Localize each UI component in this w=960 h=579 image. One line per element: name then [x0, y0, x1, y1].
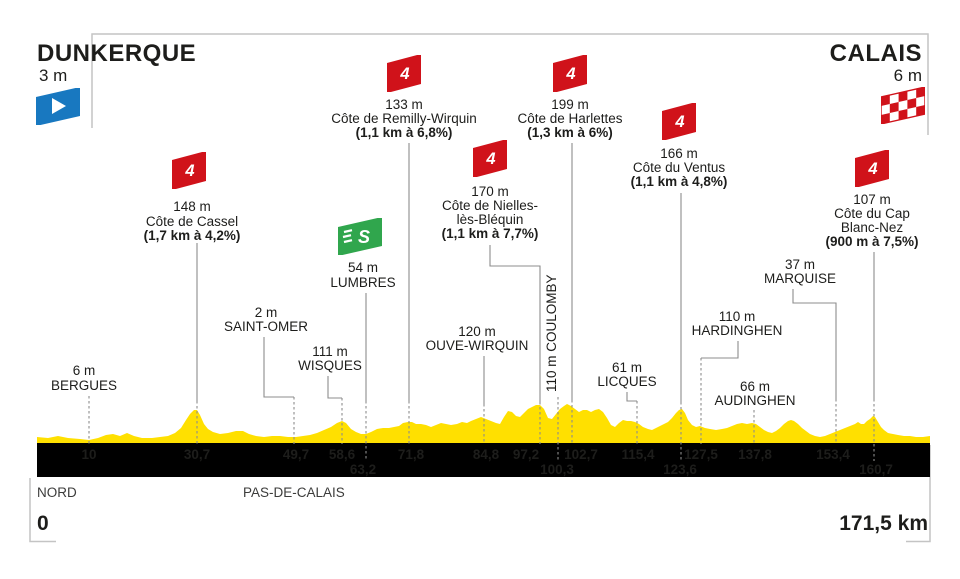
finish-city-label: CALAIS	[830, 40, 922, 67]
ouve-wirquin-name-label: OUVE-WIRQUIN	[426, 338, 529, 353]
km-label-71-8: 71,8	[398, 447, 425, 462]
ventus-altitude-label: 166 m	[660, 146, 698, 161]
nielles-les-blequin-gradient-label: (1,1 km à 7,7%)	[442, 226, 539, 241]
km-label-115-4: 115,4	[621, 447, 655, 462]
km-label-58-6: 58,6	[329, 447, 356, 462]
finish-flag-icon	[881, 87, 925, 124]
ventus-gradient-label: (1,1 km à 4,8%)	[631, 174, 728, 189]
ventus-category-number: 4	[674, 113, 684, 131]
cassel-altitude-label: 148 m	[173, 199, 211, 214]
harlettes-name-label: Côte de Harlettes	[517, 111, 622, 126]
remilly-wirquin-gradient-label: (1,1 km à 6,8%)	[356, 125, 453, 140]
km-label-63-2: 63,2	[350, 462, 376, 477]
coulomby-name-label: 110 m COULOMBY	[544, 274, 559, 392]
audinghen-name-label: AUDINGHEN	[714, 393, 795, 408]
lumbres-sprint-altitude-label: 54 m	[348, 260, 378, 275]
callout-lines-layer	[88, 143, 875, 461]
ventus-name-label: Côte du Ventus	[633, 160, 726, 175]
hardinghen-altitude-label: 110 m	[719, 309, 756, 324]
harlettes-altitude-label: 199 m	[551, 97, 589, 112]
cassel-gradient-label: (1,7 km à 4,2%)	[144, 228, 241, 243]
saint-omer-name-label: SAINT-OMER	[224, 319, 308, 334]
km-label-10: 10	[81, 447, 96, 462]
km-label-160-7: 160,7	[859, 462, 893, 477]
department-nord-label: NORD	[37, 485, 77, 500]
frame-bottom-left-bracket	[29, 478, 56, 543]
hardinghen-callout-line	[701, 341, 739, 359]
km-label-84-8: 84,8	[473, 447, 500, 462]
start-elevation-label: 3 m	[39, 66, 67, 85]
elevation-profile-layer	[37, 404, 930, 443]
remilly-wirquin-name-label: Côte de Remilly-Wirquin	[331, 111, 477, 126]
cap-blanc-nez-name-label: Blanc-Nez	[841, 220, 904, 235]
remilly-wirquin-category-number: 4	[399, 65, 409, 83]
lumbres-sprint-name-label: LUMBRES	[330, 275, 395, 290]
marquise-altitude-label: 37 m	[785, 257, 815, 272]
km-label-127-5: 127,5	[684, 447, 718, 462]
distance-bar	[37, 443, 930, 477]
saint-omer-altitude-label: 2 m	[255, 305, 278, 320]
cassel-name-label: Côte de Cassel	[146, 214, 238, 229]
nielles-les-blequin-name-label: Côte de Nielles-	[442, 198, 538, 213]
ouve-wirquin-altitude-label: 120 m	[458, 324, 496, 339]
marquise-name-label: MARQUISE	[764, 271, 836, 286]
wisques-callout-line	[327, 376, 342, 399]
total-distance-label: 171,5 km	[839, 512, 928, 535]
licques-callout-line	[626, 392, 637, 402]
wisques-name-label: WISQUES	[298, 358, 362, 373]
harlettes-gradient-label: (1,3 km à 6%)	[527, 125, 613, 140]
km-label-49-7: 49,7	[283, 447, 309, 462]
saint-omer-callout-line	[263, 337, 294, 398]
nielles-les-blequin-name-label: lès-Bléquin	[457, 212, 524, 227]
lumbres-sprint-marker-letter: S	[358, 227, 370, 247]
start-flag-icon	[36, 88, 80, 125]
km-label-137-8: 137,8	[738, 447, 772, 462]
cap-blanc-nez-category-number: 4	[867, 160, 877, 178]
bergues-altitude-label: 6 m	[73, 363, 96, 378]
audinghen-altitude-label: 66 m	[740, 379, 770, 394]
frame-bottom-right-bracket	[906, 445, 931, 543]
km-label-97-2: 97,2	[513, 447, 539, 462]
department-pas-de-calais-label: PAS-DE-CALAIS	[243, 485, 345, 500]
harlettes-category-number: 4	[565, 65, 575, 83]
km-label-30-7: 30,7	[184, 447, 210, 462]
start-km-label: 0	[37, 512, 49, 535]
cap-blanc-nez-name-label: Côte du Cap	[834, 206, 910, 221]
km-label-153-4: 153,4	[816, 447, 850, 462]
finish-elevation-label: 6 m	[894, 66, 922, 85]
nielles-les-blequin-callout-line	[489, 245, 541, 402]
cap-blanc-nez-altitude-label: 107 m	[853, 192, 891, 207]
start-city-label: DUNKERQUE	[37, 40, 196, 67]
bergues-name-label: BERGUES	[51, 378, 117, 393]
hardinghen-name-label: HARDINGHEN	[692, 323, 783, 338]
elevation-profile-area	[37, 404, 930, 443]
wisques-altitude-label: 111 m	[312, 344, 348, 359]
remilly-wirquin-altitude-label: 133 m	[385, 97, 423, 112]
marquise-callout-line	[792, 289, 837, 399]
frame-top-bracket	[91, 33, 929, 135]
licques-altitude-label: 61 m	[612, 360, 642, 375]
km-label-100-3: 100,3	[540, 462, 574, 477]
km-label-123-6: 123,6	[663, 462, 697, 477]
distance-bar-layer	[37, 443, 930, 477]
licques-name-label: LICQUES	[597, 374, 656, 389]
nielles-les-blequin-altitude-label: 170 m	[471, 184, 509, 199]
km-label-102-7: 102,7	[564, 447, 598, 462]
cassel-category-number: 4	[184, 162, 194, 180]
nielles-les-blequin-category-number: 4	[485, 150, 495, 168]
cap-blanc-nez-gradient-label: (900 m à 7,5%)	[825, 234, 918, 249]
flags-layer: 4 4 4 4 4 4S	[172, 55, 889, 255]
